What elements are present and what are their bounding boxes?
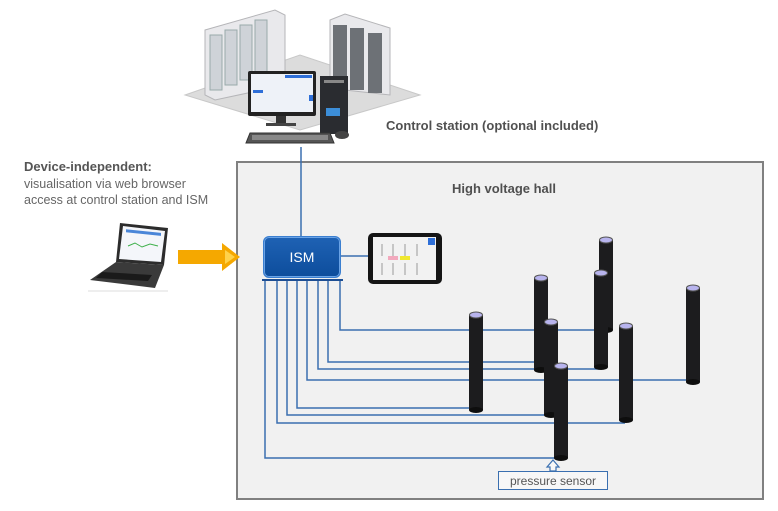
gis-pillar-icon	[554, 362, 568, 461]
sensor-line	[276, 281, 625, 424]
server-rack-right-icon	[329, 13, 391, 96]
keyboard-icon	[245, 132, 335, 144]
sensor-line	[339, 281, 600, 331]
touch-panel-icon	[368, 233, 442, 284]
gis-pillar-icon	[469, 311, 483, 413]
control-station-label: Control station (optional included)	[386, 118, 599, 133]
mouse-icon	[335, 131, 349, 139]
sensor-line	[296, 281, 475, 409]
monitor-icon	[248, 71, 316, 126]
control-station-icon	[183, 9, 422, 144]
device-independent-title: Device-independent:	[24, 159, 152, 174]
sensor-line	[264, 281, 558, 459]
sensor-line	[317, 281, 600, 370]
gis-pillar-icon	[619, 322, 633, 423]
pressure-sensor-label: pressure sensor	[509, 473, 597, 488]
sensor-line	[286, 281, 550, 416]
access-arrow-icon	[178, 243, 240, 271]
sensor-line	[327, 281, 548, 363]
gis-pillar-icon	[594, 269, 608, 370]
ism-unit: ISM	[263, 236, 341, 278]
ism-label: ISM	[289, 249, 315, 265]
device-independent-line-2: access at control station and ISM	[24, 193, 209, 207]
pc-tower-icon	[320, 76, 348, 134]
sensor-wiring	[264, 281, 690, 459]
device-independent-line-1: visualisation via web browser	[24, 177, 186, 191]
gis-pillars	[469, 236, 700, 461]
hall-title: High voltage hall	[452, 181, 557, 196]
gis-pillar-icon	[686, 284, 700, 385]
laptop-icon	[88, 223, 168, 292]
pressure-sensor-box: pressure sensor	[498, 471, 608, 490]
pressure-sensor-pointer-icon	[545, 459, 561, 472]
